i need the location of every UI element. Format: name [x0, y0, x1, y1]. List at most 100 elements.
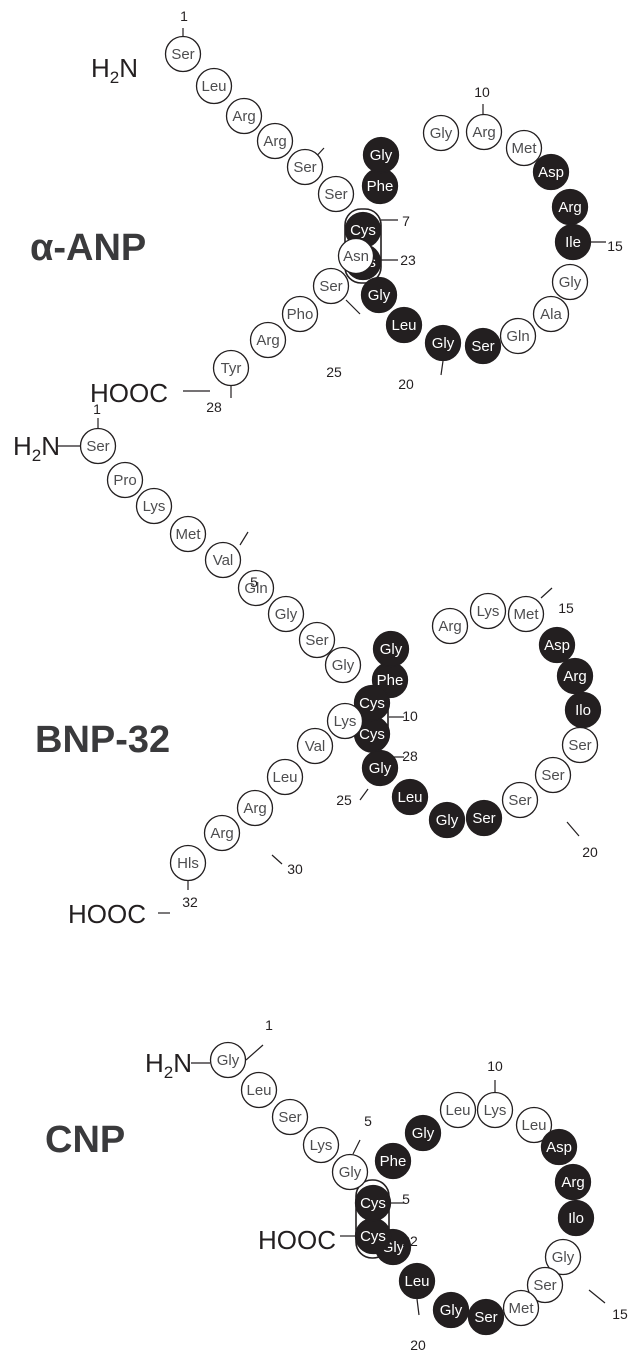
alpha-anp-residue-circle — [551, 263, 589, 301]
alpha-anp-residue-4: Arg — [256, 122, 294, 160]
bnp-32-residue-17: Ilo — [564, 691, 602, 729]
bnp-32-residue-label: Gly — [436, 812, 459, 829]
bnp-32-residue-23: Leu — [391, 778, 429, 816]
alpha-anp-residue-label: Leu — [201, 78, 226, 95]
bnp-32-residue-15: Asp — [538, 626, 576, 664]
bnp-32-residue-label: Arg — [563, 668, 586, 685]
cnp-residue-circle — [540, 1128, 578, 1166]
cnp-residue-circle — [554, 1163, 592, 1201]
cnp-c-terminus: HOOC — [258, 1225, 336, 1255]
alpha-anp-residue-18: Ser — [464, 327, 502, 365]
bnp-32-residue-label: Pro — [113, 472, 136, 489]
alpha-anp-residue-24: Asn — [337, 237, 375, 275]
bnp-32-residue-circle — [324, 646, 362, 684]
alpha-anp-residue-8: Gly — [362, 136, 400, 174]
cnp-residue-4: Lys — [302, 1126, 340, 1164]
cnp-residue-circle — [515, 1106, 553, 1144]
title-alpha-anp: α-ANP — [30, 227, 146, 269]
bnp-32-residue-24: Gly — [361, 749, 399, 787]
bnp-32-residue-8: Ser — [298, 621, 336, 659]
cnp-residue-17: Ser — [467, 1298, 505, 1336]
alpha-anp-residue-label: Arg — [472, 124, 495, 141]
bnp-32-residue-circle — [538, 626, 576, 664]
cnp-tick — [588, 1289, 606, 1304]
alpha-anp-residue-circle — [422, 114, 460, 152]
bnp-32-residue-7: Gly — [267, 595, 305, 633]
bnp-32-tick — [271, 854, 283, 865]
bnp-32-residue-label: Arg — [243, 800, 266, 817]
alpha-anp-residue-label: Gly — [430, 125, 453, 142]
cnp-residue-3: Ser — [271, 1098, 309, 1136]
bnp-32-residue-label: Ser — [86, 438, 109, 455]
alpha-anp-residue-label: Asn — [343, 248, 369, 265]
cnp-residue-circle — [354, 1184, 392, 1222]
cnp-residue-circle — [209, 1041, 247, 1079]
cnp-residue-label: Leu — [445, 1102, 470, 1119]
bnp-32-residue-2: Pro — [106, 461, 144, 499]
cnp-residue-label: Lys — [484, 1102, 507, 1119]
bnp-32-tick — [540, 587, 553, 599]
bnp-32-residue-26: Cys — [353, 684, 391, 722]
alpha-anp-residue-label: Tyr — [221, 360, 242, 377]
bnp-32-residue-label: Hls — [177, 855, 199, 872]
bnp-32-position-number: 28 — [402, 748, 418, 764]
alpha-anp-residue-19: Gly — [424, 324, 462, 362]
cnp-residue-8: Leu — [439, 1091, 477, 1129]
alpha-anp-position-number: 1 — [180, 8, 188, 24]
alpha-anp-residue-circle — [164, 35, 202, 73]
bnp-32-residue-circle — [135, 487, 173, 525]
bnp-32-residue-label: Ser — [508, 792, 531, 809]
cnp-residue-label: Leu — [521, 1117, 546, 1134]
alpha-anp-residue-label: Gly — [559, 274, 582, 291]
alpha-anp-residue-1: Ser — [164, 35, 202, 73]
alpha-anp-residue-label: Arg — [256, 332, 279, 349]
bnp-32-residue-11: Gly — [372, 630, 410, 668]
bnp-32-residue-label: Cys — [359, 726, 385, 743]
alpha-anp-residue-circle — [286, 148, 324, 186]
bnp-32-residue-21: Ser — [465, 799, 503, 837]
alpha-anp-residue-12: Asp — [532, 153, 570, 191]
alpha-anp-residue-label: Ala — [540, 306, 562, 323]
alpha-anp-residue-circle — [360, 276, 398, 314]
bnp-32-residue-label: Leu — [272, 769, 297, 786]
cnp-residue-16: Met — [502, 1289, 540, 1327]
alpha-anp-residue-13: Arg — [551, 188, 589, 226]
alpha-anp-residue-circle — [505, 129, 543, 167]
cnp-disulfide-bond — [355, 1179, 390, 1259]
cnp-residue-21: Cys — [354, 1217, 392, 1255]
cnp-residue-label: Phe — [380, 1153, 407, 1170]
bnp-32-residue-label: Val — [213, 552, 234, 569]
cnp-residue-label: Gly — [412, 1125, 435, 1142]
bnp-32-position-number: 1 — [93, 401, 101, 417]
alpha-anp-residue-circle — [532, 153, 570, 191]
cnp-position-number: 15 — [612, 1306, 628, 1322]
bnp-32-residue-label: Gly — [275, 606, 298, 623]
cnp-residue-7: Gly — [404, 1114, 442, 1152]
bnp-32-residue-circle — [556, 657, 594, 695]
bnp-32-residue-circle — [534, 756, 572, 794]
bnp-32-residue-label: Ser — [472, 810, 495, 827]
cnp-residue-label: Gly — [552, 1249, 575, 1266]
bnp-32-residue-label: Arg — [210, 825, 233, 842]
bnp-32-residue-19: Ser — [534, 756, 572, 794]
bnp-32-residue-label: Met — [175, 526, 201, 543]
alpha-anp-residue-2: Leu — [195, 67, 233, 105]
bnp-32-residue-label: Gly — [380, 641, 403, 658]
bnp-32-residue-31: Arg — [203, 814, 241, 852]
cnp-residue-12: Arg — [554, 1163, 592, 1201]
cnp-residue-circle — [374, 1142, 412, 1180]
bnp-32-position-number: 20 — [582, 844, 598, 860]
cnp-position-number: 20 — [410, 1337, 426, 1353]
bnp-32-residue-label: Lys — [334, 713, 357, 730]
cnp-residue-14: Gly — [544, 1238, 582, 1276]
cnp-residue-circle — [476, 1091, 514, 1129]
alpha-anp-residue-20: Leu — [385, 306, 423, 344]
alpha-anp-residue-circle — [195, 67, 233, 105]
alpha-anp-residue-circle — [249, 321, 287, 359]
cnp-residue-5: Gly — [331, 1153, 369, 1191]
bnp-32-position-number: 5 — [250, 574, 258, 590]
bnp-32-residue-label: Ser — [541, 767, 564, 784]
bnp-32-residue-6: Gln — [237, 569, 275, 607]
bnp-32-residue-circle — [106, 461, 144, 499]
